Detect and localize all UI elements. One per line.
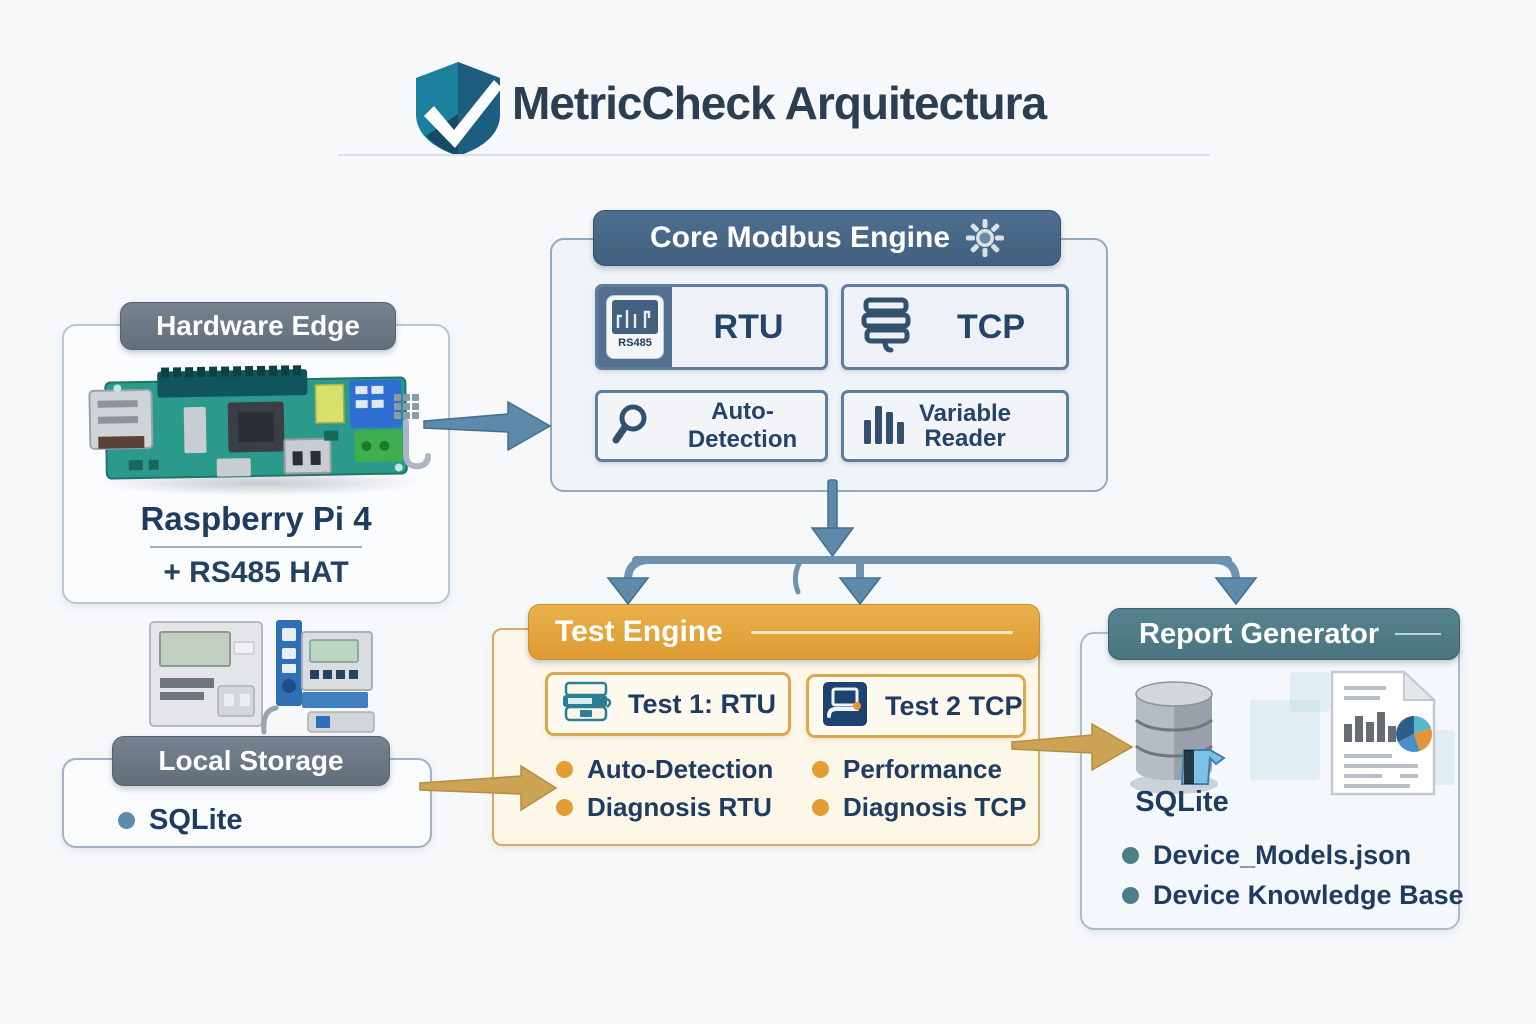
diagram-header: MetricCheck Arquitectura bbox=[0, 0, 1536, 160]
diagnosis-tcp-label: Diagnosis TCP bbox=[843, 792, 1027, 822]
core-modbus-engine-title: Core Modbus Engine bbox=[650, 221, 950, 254]
energy-meters-image bbox=[148, 616, 388, 744]
module-auto-detection-label: Auto-Detection bbox=[687, 398, 798, 453]
module-auto-detection[interactable]: Auto-Detection bbox=[595, 390, 828, 462]
header-accent-line bbox=[1395, 633, 1441, 635]
test-bullet-diagnosis-tcp: Diagnosis TCP bbox=[812, 792, 1026, 823]
gear-icon bbox=[966, 219, 1004, 257]
bullet-dot bbox=[812, 761, 829, 778]
auto-detection-label: Auto-Detection bbox=[587, 754, 774, 784]
bullet-dot bbox=[1122, 847, 1139, 864]
hardware-divider bbox=[150, 546, 362, 548]
tcp-monitor-icon bbox=[821, 680, 869, 733]
diagnosis-rtu-label: Diagnosis RTU bbox=[587, 792, 772, 822]
network-stack-icon bbox=[858, 294, 916, 361]
module-variable-reader[interactable]: Variable Reader bbox=[841, 390, 1069, 462]
sqlite-label: SQLite bbox=[149, 804, 243, 836]
module-tcp-label: TCP bbox=[957, 307, 1025, 346]
title-divider bbox=[338, 154, 1210, 156]
background-shape bbox=[1290, 672, 1330, 712]
bullet-dot bbox=[118, 812, 135, 829]
hardware-edge-header: Hardware Edge bbox=[120, 302, 396, 350]
report-bullet-device-models: Device_Models.json bbox=[1122, 840, 1411, 871]
module-variable-reader-label: Variable Reader bbox=[918, 399, 1012, 452]
raspberry-pi-board-image bbox=[87, 359, 425, 487]
local-storage-title: Local Storage bbox=[158, 745, 344, 776]
report-sqlite-label: SQLite bbox=[1135, 786, 1229, 818]
hardware-device-label: Raspberry Pi 4 bbox=[140, 500, 372, 537]
module-tcp[interactable]: TCP bbox=[841, 284, 1069, 370]
branch-hook bbox=[792, 559, 803, 595]
test-1-rtu-label: Test 1: RTU bbox=[628, 688, 777, 719]
report-document-icon bbox=[1322, 668, 1440, 798]
local-storage-item: SQLite bbox=[118, 804, 242, 837]
bullet-dot bbox=[1122, 887, 1139, 904]
module-rtu-label: RTU bbox=[713, 307, 784, 346]
metriccheck-shield-logo-icon bbox=[408, 56, 508, 160]
branch-arrowheads bbox=[606, 577, 1258, 606]
test-2-tcp-card[interactable]: Test 2 TCP bbox=[806, 674, 1026, 738]
branch-line bbox=[624, 556, 1240, 584]
hardware-addon-label: + RS485 HAT bbox=[163, 556, 349, 589]
test-bullet-diagnosis-rtu: Diagnosis RTU bbox=[556, 792, 772, 823]
test-2-tcp-label: Test 2 TCP bbox=[885, 690, 1023, 721]
report-generator-header: Report Generator bbox=[1108, 608, 1460, 660]
test-engine-header: Test Engine bbox=[528, 604, 1040, 660]
database-icon bbox=[1122, 668, 1238, 798]
local-storage-header: Local Storage bbox=[112, 736, 390, 786]
bar-chart-icon bbox=[858, 398, 910, 455]
probe-connector-icon bbox=[386, 392, 432, 489]
module-rtu[interactable]: RS485 RTU bbox=[595, 284, 828, 370]
rtu-device-icon bbox=[560, 679, 612, 730]
report-generator-title: Report Generator bbox=[1139, 617, 1380, 650]
bullet-dot bbox=[556, 799, 573, 816]
background-shape bbox=[1250, 700, 1320, 780]
device-knowledge-base-label: Device Knowledge Base bbox=[1153, 880, 1464, 910]
header-accent-line bbox=[750, 630, 1013, 634]
test-bullet-auto-detection: Auto-Detection bbox=[556, 754, 773, 785]
bullet-dot bbox=[556, 761, 573, 778]
test-engine-title: Test Engine bbox=[555, 615, 723, 648]
report-bullet-knowledge-base: Device Knowledge Base bbox=[1122, 880, 1464, 911]
bullet-dot bbox=[812, 799, 829, 816]
hardware-edge-title: Hardware Edge bbox=[156, 310, 360, 341]
page-title: MetricCheck Arquitectura bbox=[512, 77, 1047, 129]
test-bullet-performance: Performance bbox=[812, 754, 1002, 785]
performance-label: Performance bbox=[843, 754, 1002, 784]
rs485-caption: RS485 bbox=[618, 337, 652, 349]
rs485-module-icon: RS485 bbox=[598, 287, 672, 367]
test-1-rtu-card[interactable]: Test 1: RTU bbox=[545, 672, 791, 736]
device-models-json-label: Device_Models.json bbox=[1153, 840, 1412, 870]
magnifier-icon bbox=[612, 400, 660, 453]
core-modbus-engine-header: Core Modbus Engine bbox=[593, 210, 1061, 266]
